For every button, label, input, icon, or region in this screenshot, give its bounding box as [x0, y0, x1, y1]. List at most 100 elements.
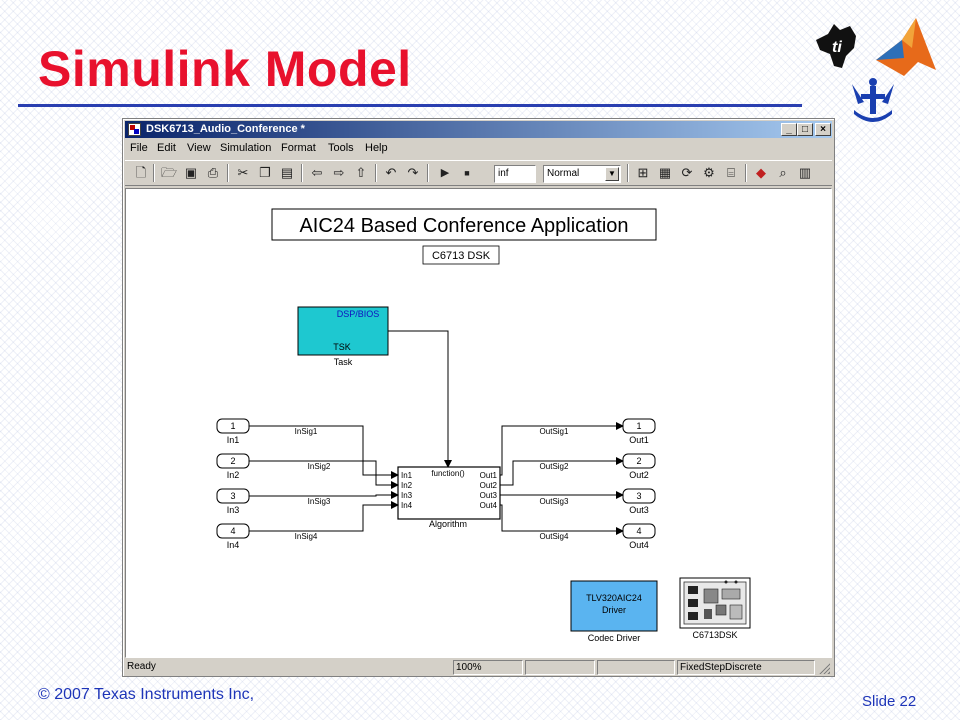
slide-title: Simulink Model [38, 41, 412, 97]
minimize-button[interactable]: _ [781, 123, 797, 136]
algorithm-input-3: In3 [401, 491, 413, 500]
model-explorer-icon[interactable]: ⌸ [727, 165, 735, 180]
toolbar: 🗋 🗁 ▣ ⎙ ✂ ❐ ▤ ⇦ ⇨ ⇧ ↶ ↷ ▶ ■ inf Normal ▼… [125, 160, 832, 186]
debug-icon[interactable]: ⚙ [703, 165, 715, 180]
insig-3-label: InSig3 [308, 497, 331, 506]
new-file-icon[interactable]: 🗋 [135, 165, 147, 180]
insig-1-line[interactable] [249, 425, 399, 479]
algorithm-block[interactable] [397, 466, 501, 520]
algorithm-name: Algorithm [429, 519, 467, 529]
codec-line-2: Driver [602, 605, 626, 615]
footer-slide-number: Slide 22 [862, 693, 917, 710]
stop-time-input[interactable]: inf [494, 165, 536, 183]
outport-4-name: Out4 [629, 540, 649, 550]
library-browser-icon[interactable]: ⊞ [637, 165, 649, 180]
matlab-logo-icon [876, 18, 936, 76]
ti-logo-icon: ti [816, 24, 856, 68]
model-heading: AIC24 Based Conference Application [299, 215, 628, 237]
inport-1[interactable]: 1 In1 [216, 418, 250, 445]
maximize-button[interactable]: □ [797, 123, 813, 136]
inport-4-number: 4 [230, 526, 235, 536]
menu-simulation[interactable]: Simulation [220, 142, 272, 154]
status-zoom: 100% [453, 660, 523, 675]
outsig-3-label: OutSig3 [540, 497, 569, 506]
inport-3[interactable]: 3 In3 [216, 488, 250, 515]
task-label: TSK [333, 342, 351, 352]
inport-2[interactable]: 2 In2 [216, 453, 250, 480]
open-folder-icon[interactable]: 🗁 [161, 165, 178, 180]
copy-icon[interactable]: ❐ [259, 165, 271, 180]
logo-group: ti [816, 18, 936, 122]
simulink-app-icon[interactable] [128, 123, 141, 136]
outport-3-name: Out3 [629, 505, 649, 515]
forward-arrow-icon[interactable]: ⇨ [333, 165, 345, 180]
outport-1-number: 1 [636, 421, 641, 431]
svg-text:ti: ti [832, 39, 842, 56]
properties-icon[interactable]: ▥ [798, 165, 812, 180]
save-icon[interactable]: ▣ [184, 165, 198, 180]
play-icon[interactable]: ▶ [440, 167, 450, 179]
insig-2-line[interactable] [249, 460, 399, 489]
update-icon[interactable]: ⟳ [681, 165, 693, 180]
model-heading-box[interactable] [271, 208, 657, 241]
sim-mode-select[interactable]: Normal ▼ [543, 165, 621, 183]
menu-format[interactable]: Format [281, 142, 316, 154]
menu-tools[interactable]: Tools [328, 142, 354, 154]
university-emblem-icon [852, 78, 894, 122]
outport-4[interactable]: 4 Out4 [622, 523, 656, 550]
resize-grip-icon[interactable] [818, 662, 830, 674]
model-subheading-box[interactable] [422, 245, 500, 265]
outport-3[interactable]: 3 Out3 [622, 488, 656, 515]
back-arrow-icon[interactable]: ⇦ [311, 165, 323, 180]
chevron-down-icon[interactable]: ▼ [605, 167, 619, 181]
outsig-2-line[interactable] [500, 457, 624, 486]
insig-3-line[interactable] [249, 491, 399, 499]
menu-edit[interactable]: Edit [157, 142, 176, 154]
window-titlebar[interactable]: DSK6713_Audio_Conference * _ □ × [125, 121, 832, 138]
close-button[interactable]: × [815, 123, 831, 136]
outsig-4-line[interactable] [500, 504, 624, 535]
outsig-1-line[interactable] [500, 422, 624, 476]
inport-2-name: In2 [227, 470, 240, 480]
menu-view[interactable]: View [187, 142, 211, 154]
status-cell-empty-1 [525, 660, 595, 675]
outport-2[interactable]: 2 Out2 [622, 453, 656, 480]
outsig-2-label: OutSig2 [540, 462, 569, 471]
undo-icon[interactable]: ↶ [385, 165, 397, 180]
dsk-board-block[interactable]: C6713DSK [679, 577, 751, 640]
zoom-icon[interactable]: ⌕ [779, 165, 787, 180]
task-trigger-line[interactable] [388, 330, 452, 468]
inport-1-number: 1 [230, 421, 235, 431]
print-icon[interactable]: ⎙ [207, 165, 219, 180]
codec-line-1: TLV320AIC24 [586, 593, 642, 603]
build-icon[interactable]: ▦ [658, 165, 672, 180]
menu-file[interactable]: File [130, 142, 148, 154]
codec-driver-block[interactable] [570, 580, 658, 632]
stop-icon[interactable]: ■ [464, 168, 470, 178]
outport-1[interactable]: 1 Out1 [622, 418, 656, 445]
task-name: Task [334, 357, 353, 367]
model-canvas[interactable]: AIC24 Based Conference Application C6713… [125, 188, 832, 658]
inport-2-number: 2 [230, 456, 235, 466]
outsig-1-label: OutSig1 [540, 427, 569, 436]
inport-4[interactable]: 4 In4 [216, 523, 250, 550]
inport-3-number: 3 [230, 491, 235, 501]
task-block[interactable] [297, 306, 389, 356]
inport-1-name: In1 [227, 435, 240, 445]
menu-help[interactable]: Help [365, 142, 388, 154]
cut-icon[interactable]: ✂ [237, 165, 249, 180]
outport-2-name: Out2 [629, 470, 649, 480]
outport-2-number: 2 [636, 456, 641, 466]
inport-3-name: In3 [227, 505, 240, 515]
outport-4-number: 4 [636, 526, 641, 536]
redo-icon[interactable]: ↷ [407, 165, 419, 180]
outsig-4-label: OutSig4 [540, 532, 569, 541]
inport-4-name: In4 [227, 540, 240, 550]
library-icon[interactable]: ◆ [756, 165, 766, 180]
insig-4-line[interactable] [249, 501, 399, 532]
up-arrow-icon[interactable]: ⇧ [355, 165, 367, 180]
model-subheading: C6713 DSK [432, 250, 491, 262]
task-tag: DSP/BIOS [337, 309, 380, 319]
algorithm-input-4: In4 [401, 501, 413, 510]
paste-icon[interactable]: ▤ [280, 165, 294, 180]
